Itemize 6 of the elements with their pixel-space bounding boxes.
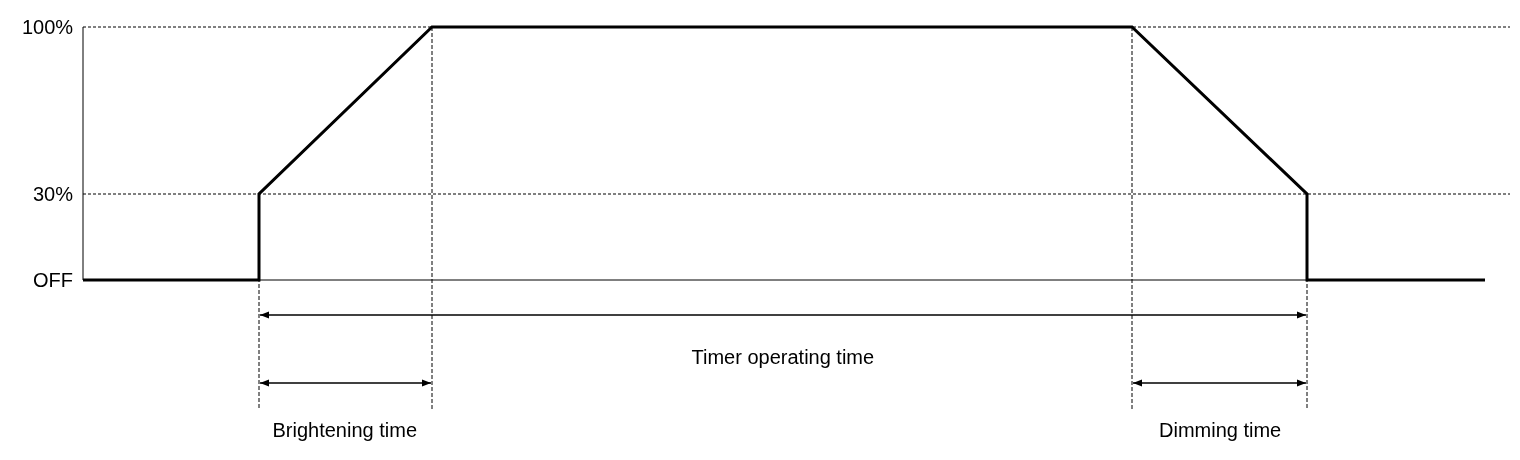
level-label: OFF	[33, 269, 73, 291]
level-label: 100%	[22, 16, 74, 38]
dimension-label: Timer operating time	[691, 346, 875, 368]
level-label: 30%	[33, 183, 74, 205]
dimension-label: Brightening time	[272, 419, 418, 441]
dimension-label: Dimming time	[1159, 419, 1282, 441]
